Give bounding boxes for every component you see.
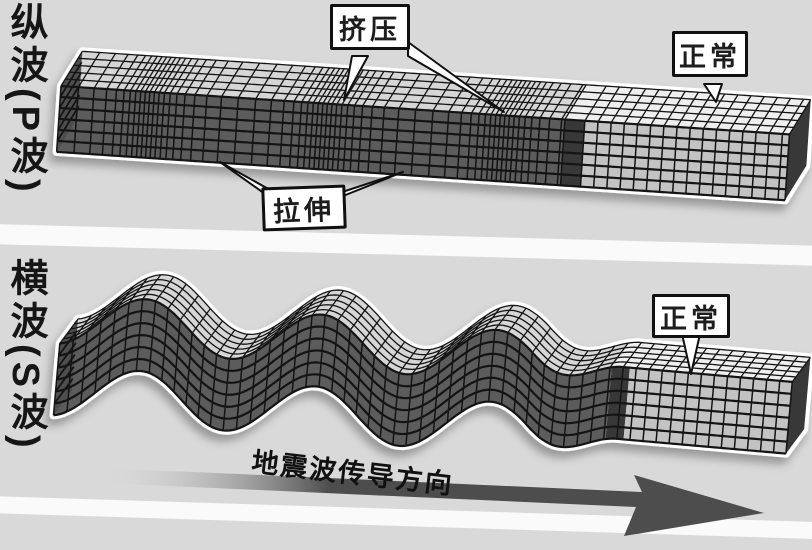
- p-wave-side-label: 纵波(P波): [4, 2, 46, 197]
- callout-normal-s: 正常: [652, 294, 730, 338]
- callout-compression: 挤压: [330, 4, 410, 50]
- direction-arrow: [103, 468, 764, 536]
- callout-normal-p: 正常: [672, 31, 748, 77]
- s-wave-bar: [49, 270, 812, 458]
- p-wave-bar: [52, 47, 812, 205]
- callout-stretch: 拉伸: [261, 184, 347, 232]
- s-wave-side-label: 横波(S波): [4, 258, 46, 453]
